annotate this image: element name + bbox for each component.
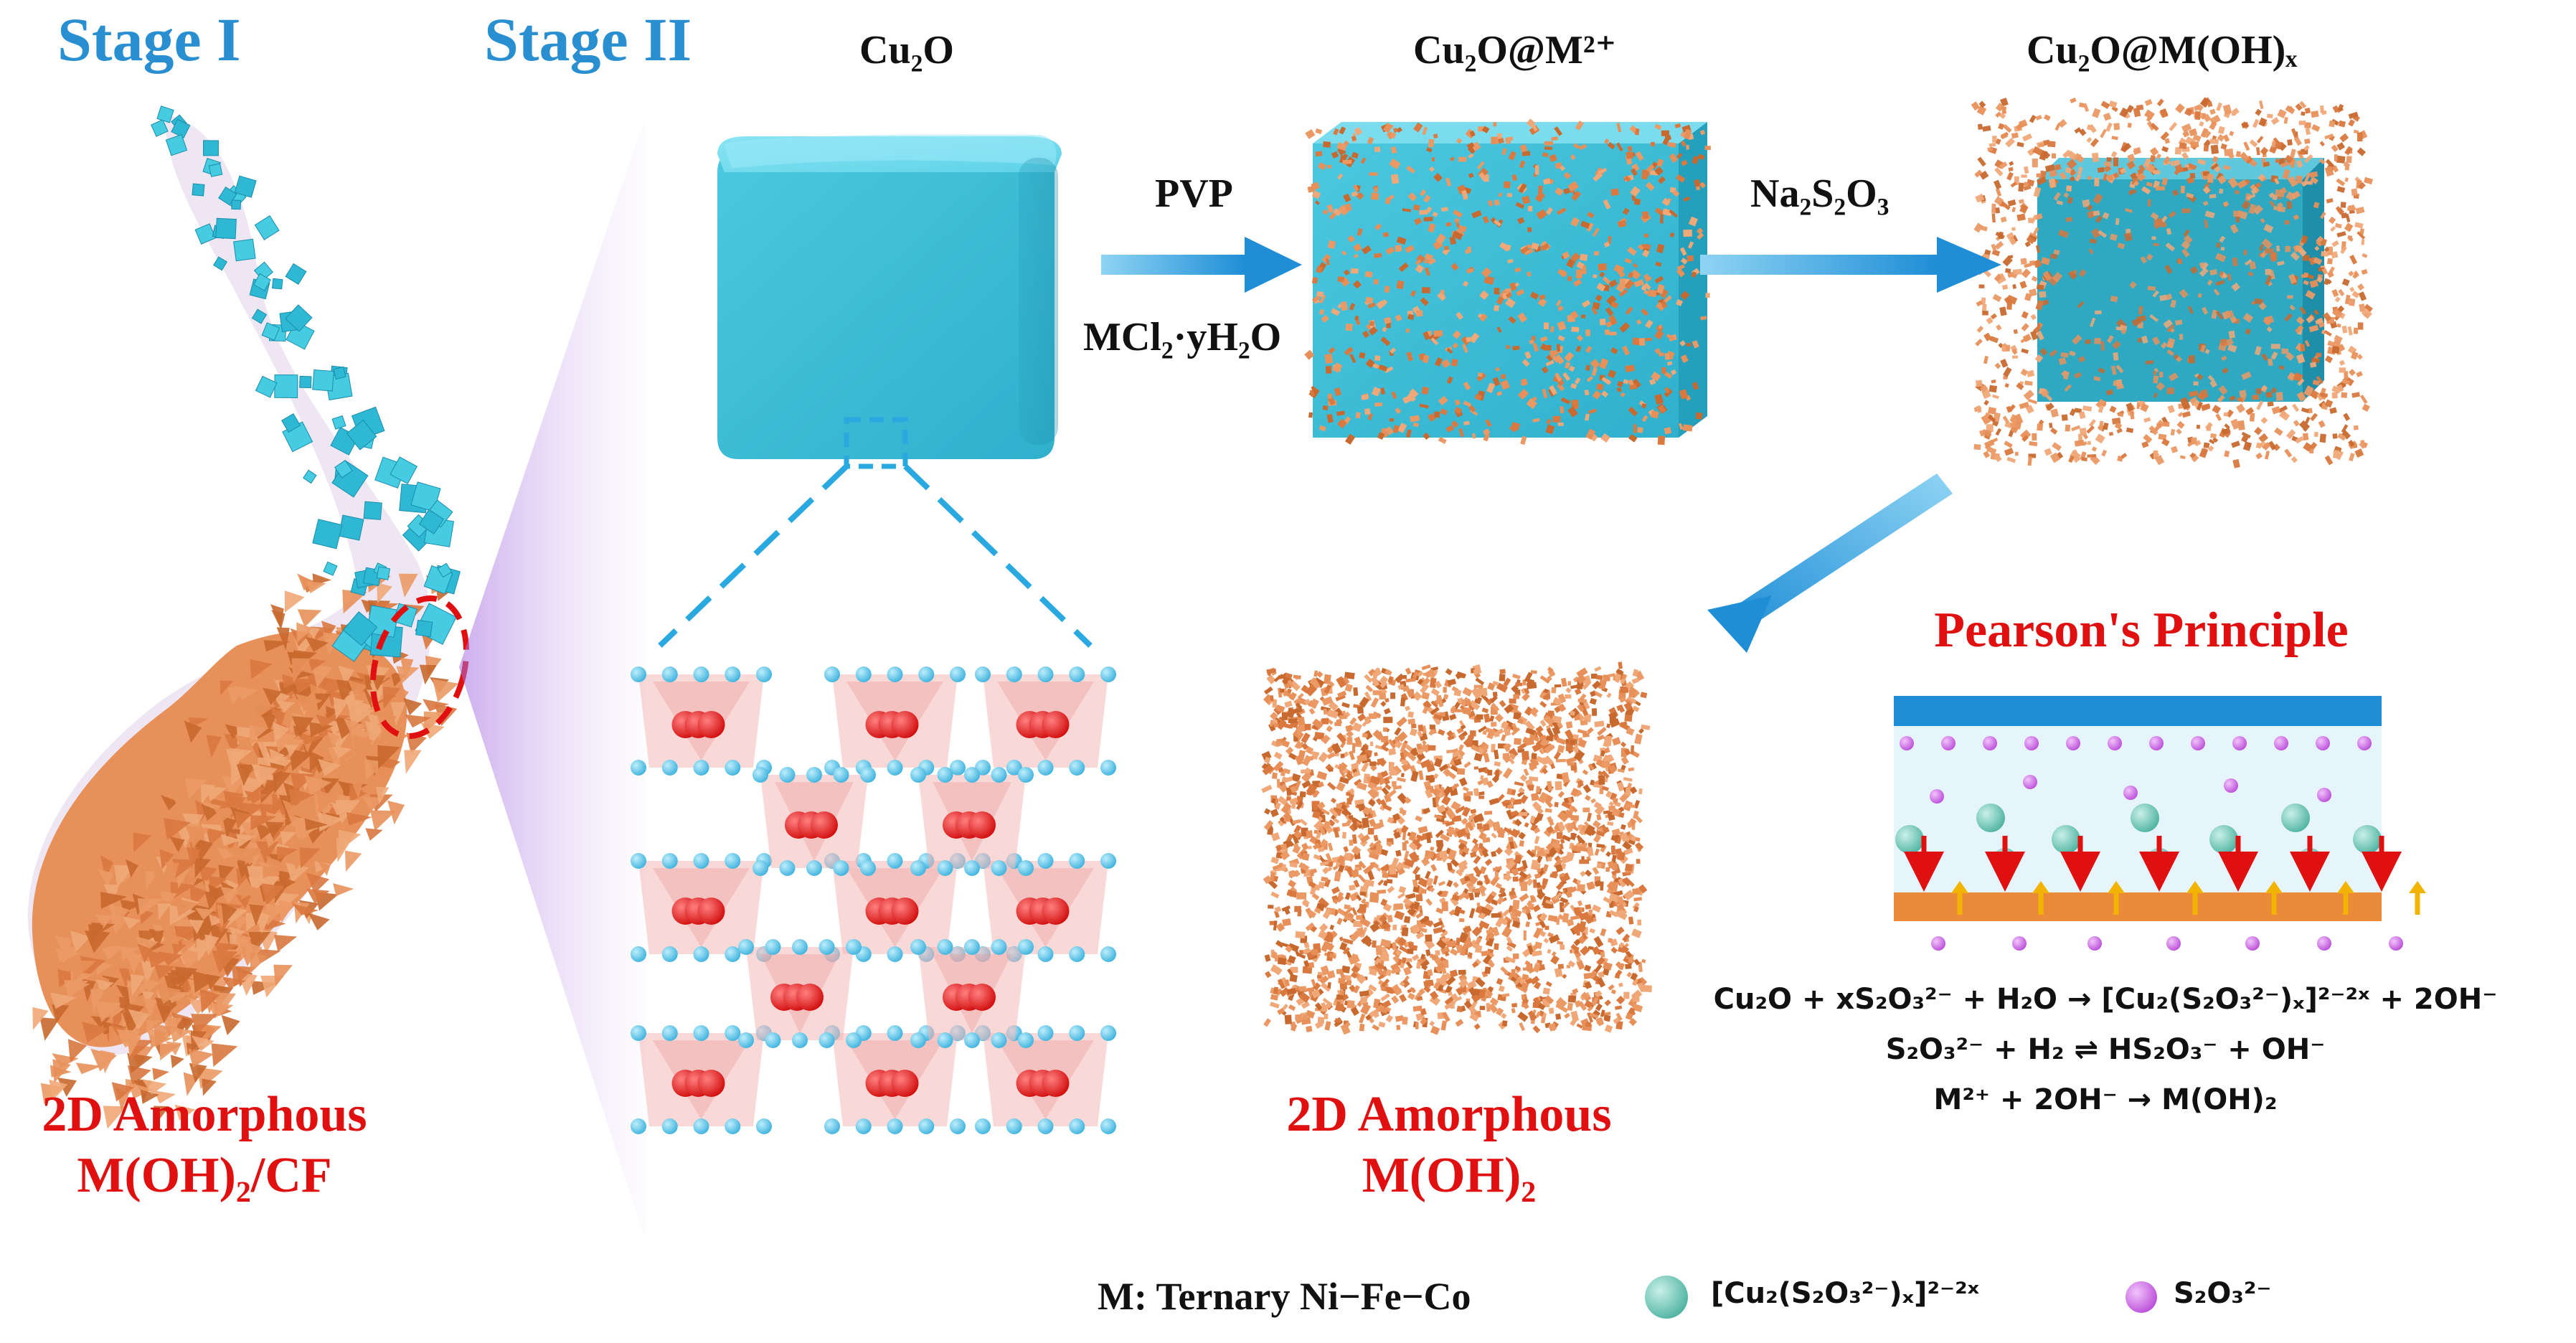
stage-2-title: Stage II bbox=[484, 5, 692, 74]
pvp-label: PVP bbox=[1155, 171, 1233, 216]
m-ion-dots bbox=[1304, 118, 1711, 446]
cf-title-line1: 2D Amorphous bbox=[42, 1087, 367, 1142]
legend-m-label: M: Ternary Ni−Fe−Co bbox=[1098, 1275, 1471, 1318]
equation-1: Cu₂O + xS₂O₃²⁻ + H₂O → [Cu₂(S₂O₃²⁻)ₓ]²⁻²… bbox=[1713, 983, 2498, 1016]
arrow-pvp[interactable] bbox=[1101, 237, 1302, 293]
cu2o-m-cube bbox=[1304, 118, 1711, 446]
copper-flakes bbox=[32, 567, 459, 1129]
zoom-cone bbox=[459, 115, 646, 1241]
legend-thio-sphere bbox=[2126, 1281, 2157, 1313]
copper-fiber bbox=[27, 105, 461, 1129]
cu2o-cube bbox=[717, 134, 1062, 459]
stage-1-title: Stage I bbox=[57, 5, 241, 74]
zoom-line-right bbox=[903, 464, 1093, 648]
hydroxide-shell-dots bbox=[1971, 97, 2373, 468]
legend-complex-label: [Cu₂(S₂O₃²⁻)ₓ]²⁻²ˣ bbox=[1711, 1277, 1980, 1310]
mcl-label: MCl₂·yH₂O bbox=[1083, 315, 1282, 359]
arrow-na2s2o3[interactable] bbox=[1700, 237, 2001, 293]
pearson-title: Pearson's Principle bbox=[1934, 603, 2349, 658]
cf-title-line2: M(OH)₂/CF bbox=[77, 1148, 332, 1203]
moh-title-line1: 2D Amorphous bbox=[1286, 1087, 1612, 1142]
legend-complex-sphere bbox=[1645, 1276, 1688, 1319]
arrow-diagonal[interactable] bbox=[1707, 473, 1953, 653]
zoom-region-ellipse bbox=[369, 595, 470, 740]
cu2o-m-label: Cu₂O@M²⁺ bbox=[1413, 28, 1617, 72]
na2s2o3-label: Na₂S₂O₃ bbox=[1750, 171, 1889, 216]
zoom-line-left bbox=[658, 464, 849, 648]
cu2o-crystal-lattice bbox=[631, 666, 1116, 1134]
cu2o-moh-label: Cu₂O@M(OH)ₓ bbox=[2027, 28, 2298, 72]
cu2o-label: Cu₂O bbox=[859, 28, 954, 72]
equation-2: S₂O₃²⁻ + H₂ ⇌ HS₂O₃⁻ + OH⁻ bbox=[1885, 1033, 2326, 1066]
pearson-panel bbox=[1894, 696, 2426, 951]
legend-thio-label: S₂O₃²⁻ bbox=[2174, 1277, 2272, 1310]
equation-3: M²⁺ + 2OH⁻ → M(OH)₂ bbox=[1933, 1083, 2278, 1116]
amorphous-moh-cube bbox=[1261, 661, 1652, 1035]
moh-title-line2: M(OH)₂ bbox=[1362, 1148, 1537, 1203]
zoom-region-box bbox=[844, 417, 908, 469]
cu2o-moh-cube bbox=[1971, 97, 2373, 468]
